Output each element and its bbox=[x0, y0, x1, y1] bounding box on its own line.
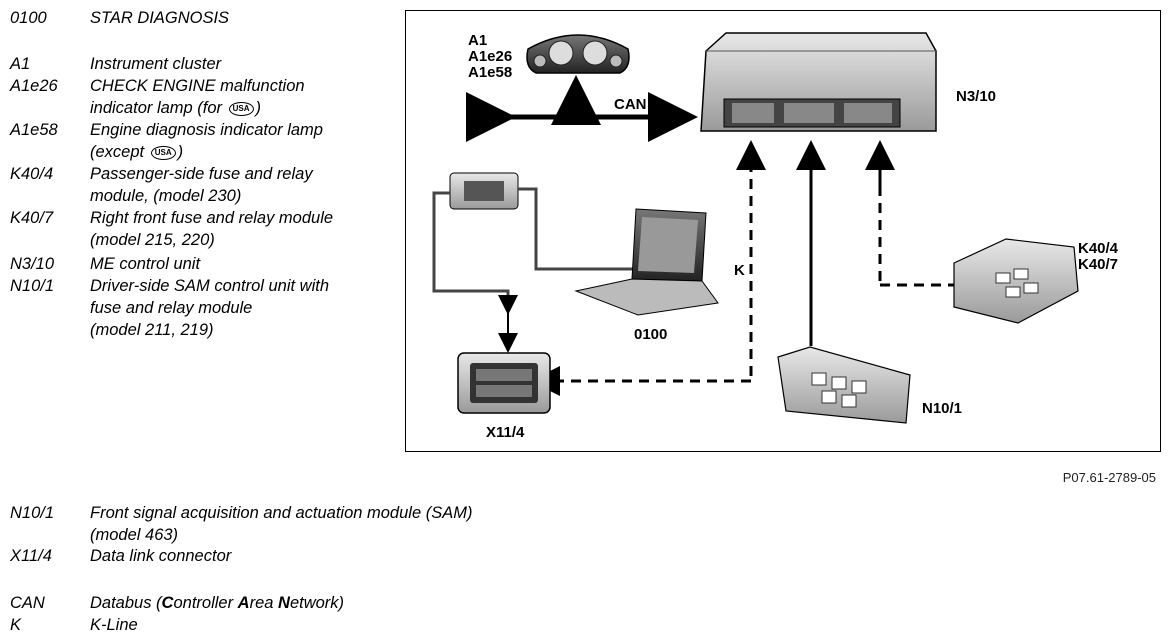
usa-badge-icon: USA bbox=[150, 146, 176, 160]
legend-desc: Driver-side SAM control unit with bbox=[90, 277, 330, 295]
label-x114: X11/4 bbox=[486, 424, 525, 441]
data-link-connector-icon bbox=[457, 352, 551, 414]
label-n310: N3/10 bbox=[956, 88, 997, 105]
legend-desc: module, (model 230) bbox=[90, 187, 242, 205]
label-a1e58: A1e58 bbox=[468, 64, 513, 81]
legend-desc: (model 211, 219) bbox=[90, 321, 214, 339]
legend-desc: Engine diagnosis indicator lamp bbox=[90, 121, 323, 139]
legend-desc: Instrument cluster bbox=[90, 55, 222, 73]
label-k404: K40/4 bbox=[1078, 240, 1119, 257]
legend-code: K40/7 bbox=[10, 209, 54, 227]
legend-code: CAN bbox=[10, 594, 45, 612]
legend-desc-text: ontroller bbox=[173, 594, 238, 612]
legend-desc-text: (except bbox=[90, 143, 149, 161]
usa-badge-icon: USA bbox=[228, 102, 254, 116]
legend-desc-bold: C bbox=[161, 594, 174, 612]
legend-code: N10/1 bbox=[10, 504, 55, 522]
legend-desc-text: Databus ( bbox=[90, 594, 162, 612]
legend-code: A1e58 bbox=[10, 121, 58, 139]
legend-desc: CHECK ENGINE malfunction bbox=[90, 77, 305, 95]
legend-desc-line2: (except USA) bbox=[90, 141, 183, 163]
figure-reference: P07.61-2789-05 bbox=[1062, 470, 1156, 485]
legend-code: N10/1 bbox=[10, 277, 55, 295]
label-tester: 0100 bbox=[634, 326, 668, 343]
legend-desc-bold: A bbox=[237, 594, 250, 612]
legend-desc: fuse and relay module bbox=[90, 299, 253, 317]
legend-code: K bbox=[10, 616, 22, 634]
diagram-svg bbox=[432, 32, 1079, 424]
legend-code: A1 bbox=[10, 55, 31, 73]
label-a1: A1 bbox=[468, 32, 488, 49]
legend-desc-text: etwork) bbox=[289, 594, 345, 612]
legend-desc-text: indicator lamp (for bbox=[90, 99, 227, 117]
legend-desc: Databus (Controller Area Network) bbox=[90, 592, 344, 614]
sam-control-unit-icon bbox=[777, 346, 911, 424]
fuse-relay-module-icon bbox=[953, 238, 1079, 324]
legend-desc: Front signal acquisition and actuation m… bbox=[90, 504, 473, 522]
legend-desc: K-Line bbox=[90, 616, 138, 634]
legend-desc-bold: N bbox=[278, 594, 290, 612]
legend-desc: STAR DIAGNOSIS bbox=[90, 9, 230, 27]
legend-code: A1e26 bbox=[10, 77, 58, 95]
tester-cable-to-connector bbox=[432, 191, 510, 311]
label-n101: N10/1 bbox=[922, 400, 963, 417]
laptop-icon bbox=[574, 208, 719, 316]
legend-desc: (model 215, 220) bbox=[90, 231, 215, 249]
legend-desc-line2: indicator lamp (for USA) bbox=[90, 97, 261, 119]
legend-code: 0100 bbox=[10, 9, 47, 27]
legend-desc: Passenger-side fuse and relay bbox=[90, 165, 313, 183]
label-k407: K40/7 bbox=[1078, 256, 1119, 273]
label-a1e26: A1e26 bbox=[468, 48, 513, 65]
legend-desc-text: rea bbox=[249, 594, 279, 612]
legend-desc: ME control unit bbox=[90, 255, 201, 273]
legend-desc-text: ) bbox=[177, 143, 184, 161]
legend-code: N3/10 bbox=[10, 255, 55, 273]
label-k: K bbox=[734, 262, 745, 279]
tester-cable bbox=[518, 187, 634, 271]
wiring-diagram: A1 A1e26 A1e58 CAN N3/10 K K40/4 K40/7 0… bbox=[405, 10, 1161, 452]
label-can: CAN bbox=[614, 96, 647, 113]
legend-desc: Right front fuse and relay module bbox=[90, 209, 334, 227]
legend-desc-text: ) bbox=[255, 99, 262, 117]
me-control-unit-icon bbox=[700, 32, 937, 132]
diagnosis-tester-icon bbox=[449, 172, 519, 210]
legend-code: X11/4 bbox=[10, 547, 52, 565]
legend-desc: (model 463) bbox=[90, 526, 179, 544]
can-bus-arrow bbox=[466, 75, 698, 142]
legend-desc: Data link connector bbox=[90, 547, 232, 565]
legend-code: K40/4 bbox=[10, 165, 54, 183]
instrument-cluster-icon bbox=[526, 34, 630, 74]
